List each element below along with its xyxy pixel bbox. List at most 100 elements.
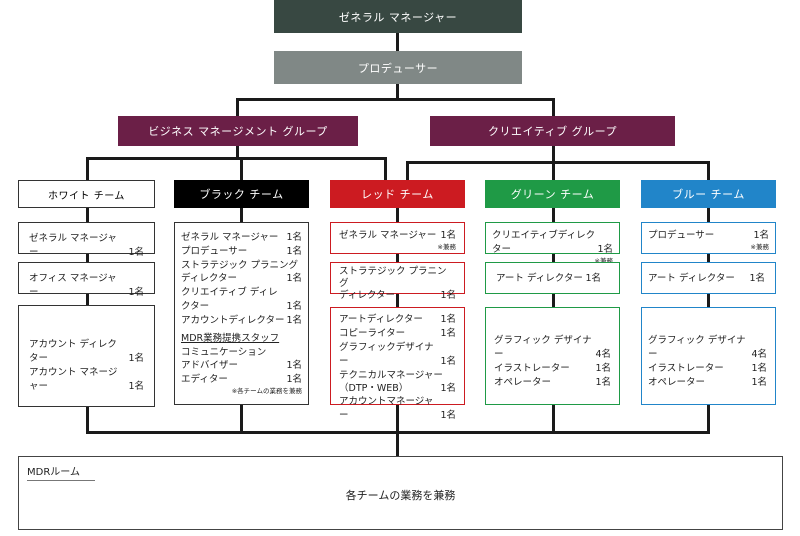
role-label: ストラテジック プラニング	[181, 260, 299, 271]
mdr-staff-section-title: MDR業務提携スタッフ	[181, 333, 280, 344]
role-label: アカウント ディレクター	[29, 339, 117, 364]
role-label: アート ディレクター	[496, 273, 583, 284]
role-label: オフィス マネージャー	[29, 273, 117, 298]
white-account-box: アカウント ディレクター 1名 アカウント マネージャー 1名	[18, 305, 155, 407]
role-count: 1名	[440, 328, 456, 339]
role-count: 4名	[595, 349, 611, 360]
role-label: イラストレーター	[494, 363, 570, 374]
role-label: クリエイティブディレクター	[492, 230, 596, 255]
role-label: グラフィックデザイナー	[339, 342, 434, 367]
connector	[552, 98, 555, 116]
concurrent-duty-note: ※各チームの業務を兼務	[231, 387, 302, 395]
concurrent-duty-note: ※兼務	[594, 257, 613, 265]
role-label: アカウントディレクター	[181, 315, 285, 326]
team-green-title: グリーン チーム	[510, 188, 595, 201]
role-label: コピーライター	[339, 328, 406, 339]
red-strategy-box: ストラテジック プラニング ディレクター 1名	[330, 262, 465, 301]
role-label: アカウント マネージャー	[29, 367, 118, 392]
connector	[396, 33, 399, 51]
role-count: 4名	[751, 349, 767, 360]
role-label-line2: （DTP・WEB）	[339, 383, 409, 394]
red-creative-box: アートディレクター 1名 コピーライター 1名 グラフィックデザイナー 1名 テクニカ…	[330, 307, 465, 421]
role-count: 1名	[286, 360, 302, 371]
role-count: 1名	[440, 290, 456, 301]
role-count: 1名	[597, 244, 613, 255]
role-label: グラフィック デザイナー	[494, 335, 592, 360]
concurrent-duty-note: ※兼務	[437, 243, 456, 251]
role-count: 1名	[751, 363, 767, 374]
role-label-line2: アドバイザー	[181, 360, 239, 371]
role-count: 1名	[128, 287, 144, 298]
creative-group-label: クリエイティブ グループ	[488, 125, 617, 138]
connector	[86, 157, 89, 180]
connector	[236, 98, 555, 101]
role-label: オペレーター	[648, 377, 706, 388]
role-count: 1名	[440, 410, 456, 421]
role-label-line2: ディレクター	[181, 273, 237, 284]
team-red-title: レッド チーム	[361, 188, 434, 201]
connector	[384, 157, 387, 180]
role-label: ゼネラル マネージャー	[181, 232, 279, 243]
role-count: 1名	[440, 314, 456, 325]
blue-design-box: グラフィック デザイナー 4名 イラストレーター 1名 オペレーター 1名	[641, 307, 776, 405]
connector	[552, 146, 555, 163]
team-blue-title: ブルー チーム	[672, 188, 745, 201]
team-black-title: ブラック チーム	[199, 188, 284, 201]
team-red-header: レッド チーム	[330, 180, 465, 208]
role-count: 1名	[751, 377, 767, 388]
role-count: 1名	[286, 315, 302, 326]
connector	[240, 157, 243, 180]
team-blue-header: ブルー チーム	[641, 180, 776, 208]
connector	[236, 98, 239, 116]
connector	[86, 157, 386, 160]
role-label: アート ディレクター	[648, 273, 735, 284]
role-label: グラフィック デザイナー	[648, 335, 746, 360]
connector	[707, 161, 710, 180]
role-count: 1名	[286, 374, 302, 385]
role-count: 1名	[128, 247, 144, 258]
role-label: プロデューサー	[181, 246, 248, 257]
general-manager-box: ゼネラル マネージャー	[274, 0, 522, 33]
connector	[236, 146, 239, 159]
concurrent-duty-note: ※兼務	[750, 243, 769, 251]
connector	[396, 431, 399, 456]
connector	[552, 161, 555, 180]
role-label: テクニカルマネージャー	[339, 370, 443, 381]
creative-group-box: クリエイティブ グループ	[430, 116, 675, 146]
role-label: ゼネラル マネージャー	[339, 230, 437, 241]
team-green-header: グリーン チーム	[485, 180, 620, 208]
team-white-title: ホワイト チーム	[48, 190, 125, 202]
role-count: 1名	[128, 353, 144, 364]
black-team-box: ゼネラル マネージャー 1名 プロデューサー 1名 ストラテジック プラニング ディ…	[174, 222, 309, 405]
role-label: ゼネラル マネージャー	[29, 233, 117, 258]
role-count: 1名	[595, 363, 611, 374]
role-label-line2: ディレクター	[339, 290, 395, 301]
role-label: イラストレーター	[648, 363, 724, 374]
role-label: コミュニケーション	[181, 347, 267, 358]
white-office-box: オフィス マネージャー 1名	[18, 262, 155, 298]
role-label: アートディレクター	[339, 314, 423, 325]
connector	[396, 84, 399, 100]
mdr-room-title: MDRルーム	[27, 463, 95, 481]
connector	[406, 161, 409, 180]
role-label: エディター	[181, 374, 228, 385]
role-count: 1名	[286, 273, 302, 284]
general-manager-label: ゼネラル マネージャー	[338, 10, 458, 24]
role-count: 1名	[595, 377, 611, 388]
role-count: 1名	[286, 246, 302, 257]
role-count: 1名	[749, 273, 765, 284]
role-label: ストラテジック プラニング	[339, 266, 447, 289]
role-count: 1名	[286, 232, 302, 243]
blue-ad-box: アート ディレクター 1名	[641, 262, 776, 294]
role-label: アカウントマネージャー	[339, 396, 434, 421]
role-count: 1名	[286, 301, 302, 312]
business-group-label: ビジネス マネージメント グループ	[148, 125, 328, 138]
role-count: 1名	[440, 383, 456, 394]
role-count: 1名	[440, 356, 456, 367]
team-black-header: ブラック チーム	[174, 180, 309, 208]
producer-box: プロデューサー	[274, 51, 522, 84]
white-gm-box: ゼネラル マネージャー 1名	[18, 222, 155, 258]
